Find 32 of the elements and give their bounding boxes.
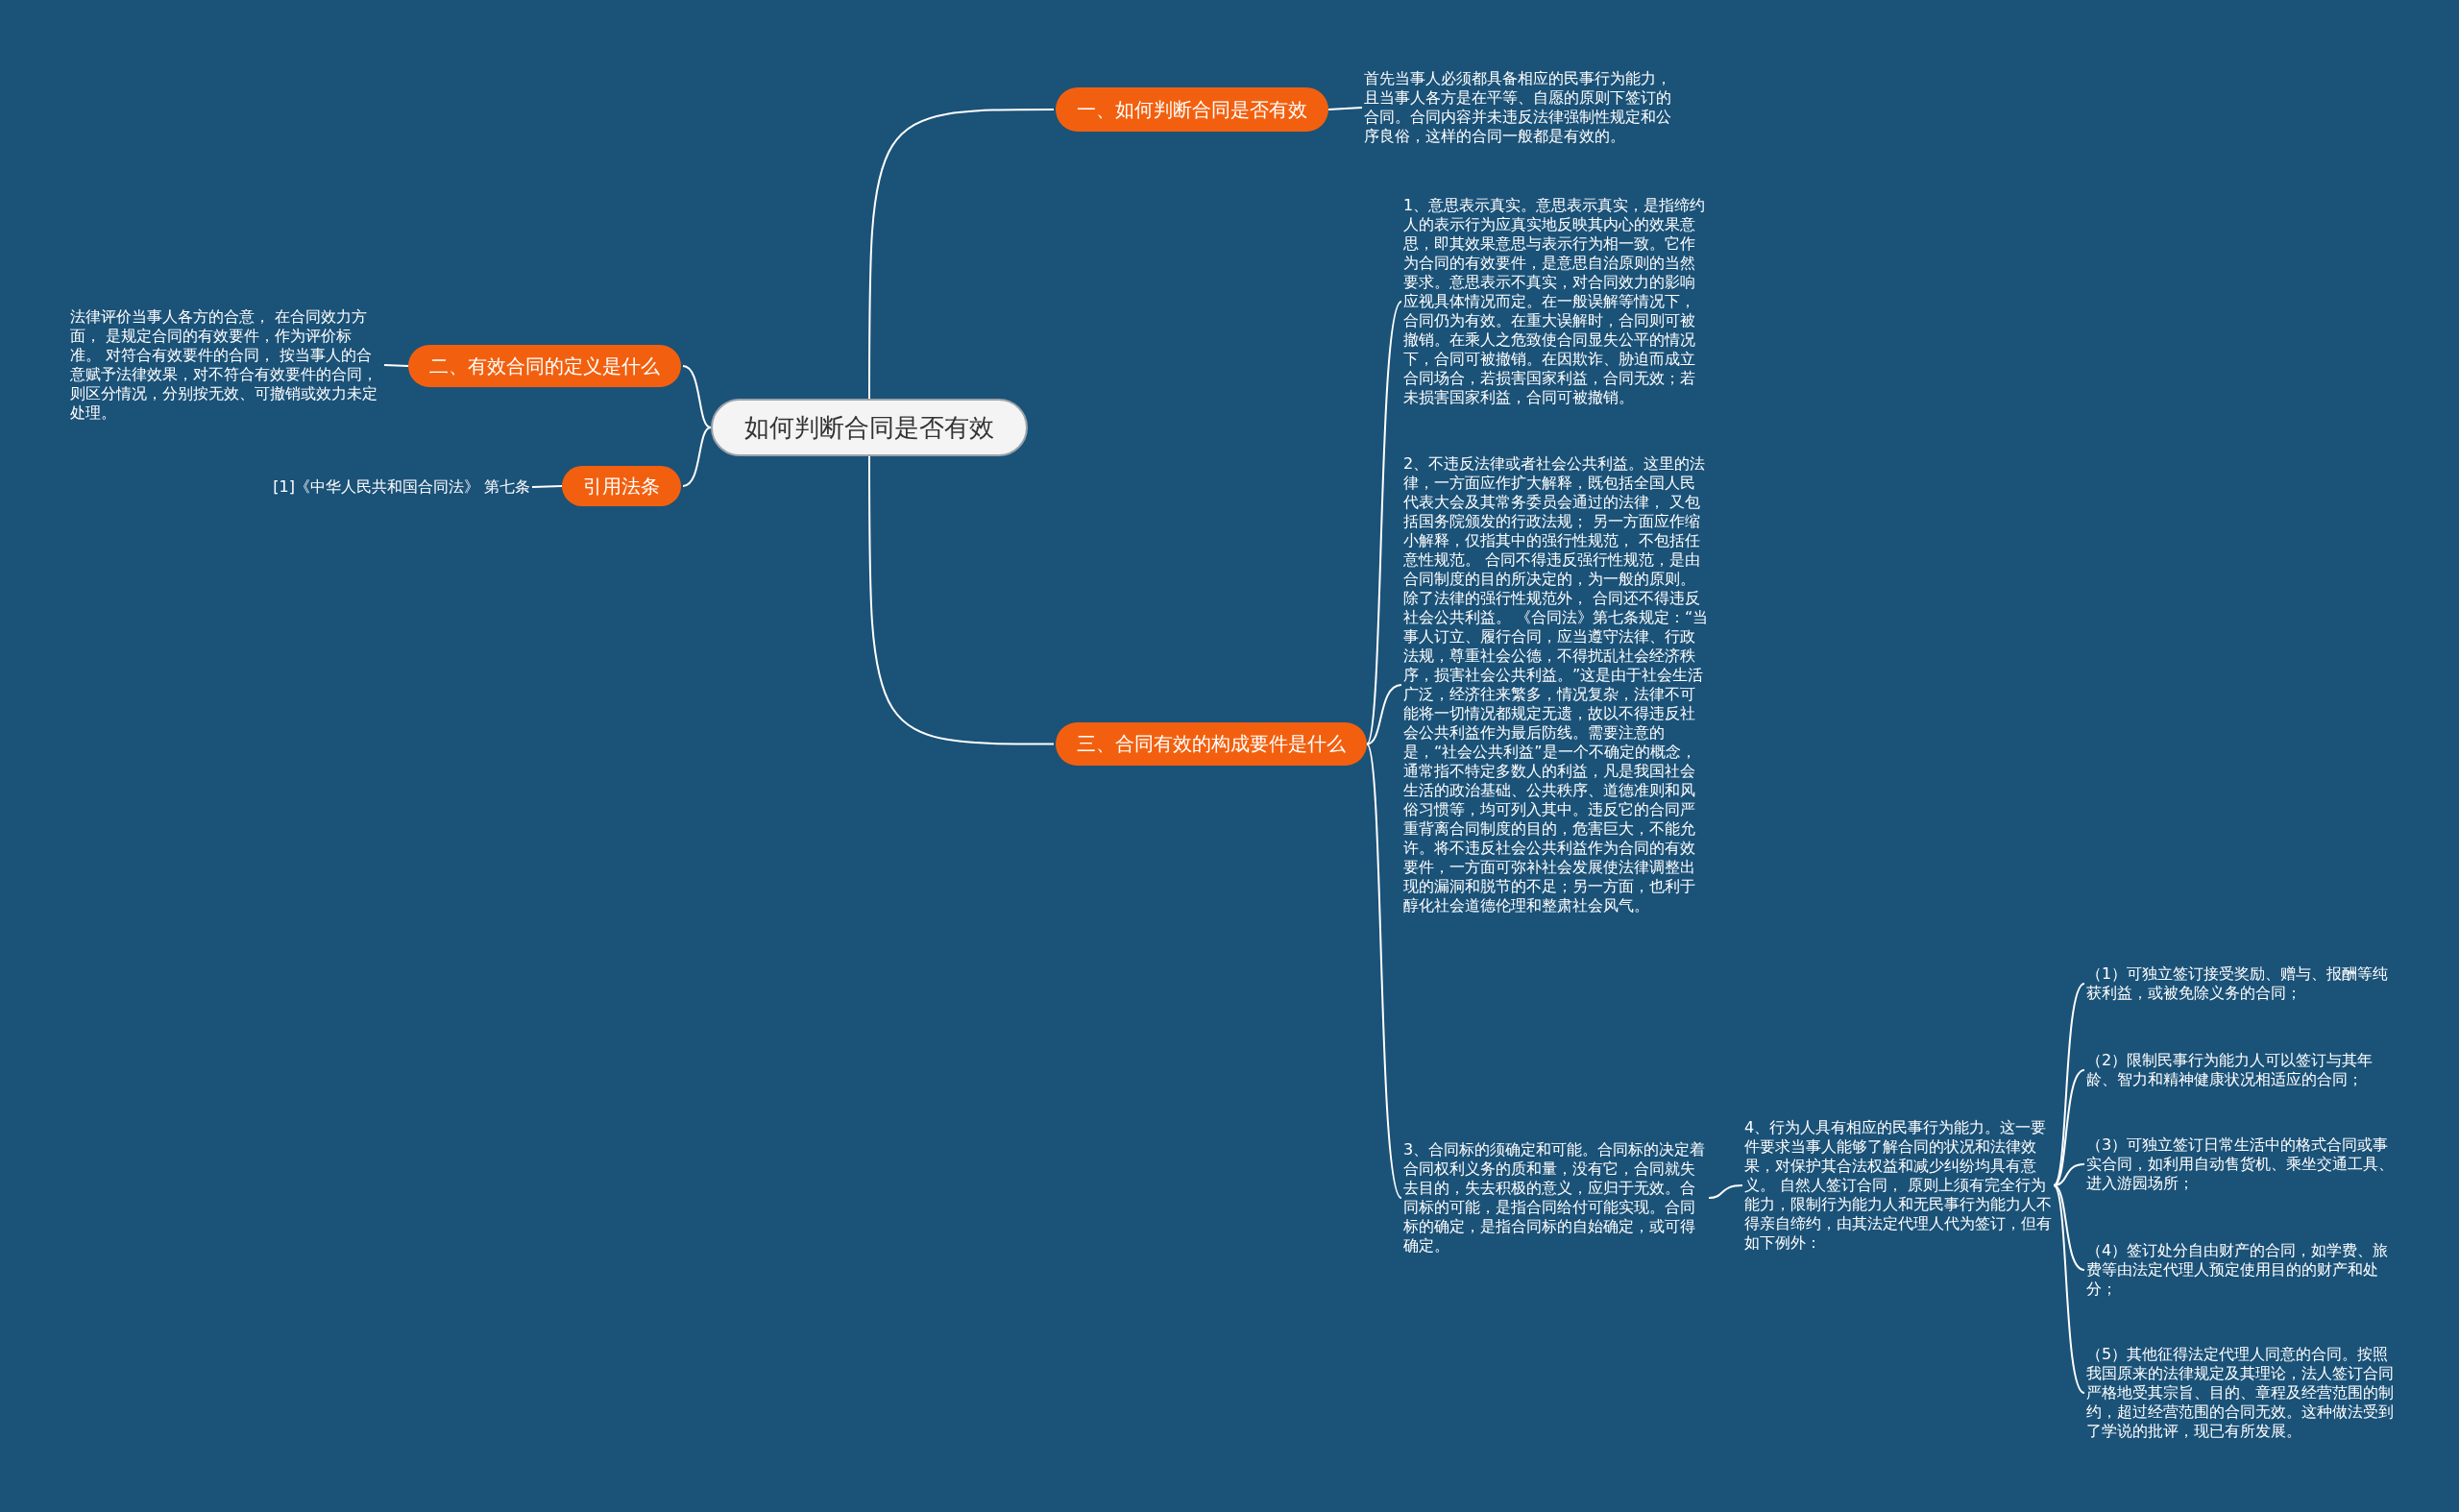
note-text: （1）可独立签订接受奖励、赠与、报酬等纯获利益，或被免除义务的合同；: [2086, 964, 2396, 1003]
connector-line: [383, 364, 409, 367]
central-topic: 如何判断合同是否有效: [711, 399, 1028, 456]
note-text: 2、不违反法律或者社会公共利益。这里的法律，一方面应作扩大解释，既包括全国人民代表大会及其常务委员会通过的法律， 又包括国务院颁发的行政法规； 另一方面应作缩小解释，仅指其中的强行性规范， 不包括任意性规范。 合同不得违反强行性规范，是由合同制度的目的所决定的，为一般的原则。除了法律的强行性规范外， 合同还不得违反社会公共利益。 《合同法》第七条规定：“当事人订立、履行合同，应当遵守法律、行政法规，尊重社会公德，不得扰乱社会经济秩序，损害社会公共利益。”这是由于社会生活广泛，经济往来繁多，情况复杂，法律不可能将一切情况都规定无遗，故以不得违反社会公共利益作为最后防线。需要注意的是，“社会公共利益”是一个不确定的概念，通常指不特定多数人的利益，凡是我国社会生活的政治基础、公共秩序、道德准则和风俗习惯等，均可列入其中。违反它的合同严重背离合同制度的目的，危害巨大，不能允许。将不违反社会公共利益作为合同的有效要件，一方面可弥补社会发展使法律调整出现的漏洞和脱节的不足；另一方面，也利于醇化社会道德伦理和整肃社会风气。: [1403, 454, 1709, 915]
connector-line: [682, 365, 712, 428]
note-text: （5）其他征得法定代理人同意的合同。按照我国原来的法律规定及其理论，法人签订合同严格地受其宗旨、目的、章程及经营范围的制约，超过经营范围的合同无效。这种做法受到了学说的批评，现已有所发展。: [2086, 1345, 2396, 1441]
note-text: 4、行为人具有相应的民事行为能力。这一要件要求当事人能够了解合同的状况和法律效果，对保护其合法权益和减少纠纷均具有意义。 自然人签订合同， 原则上须有完全行为能力，限制行为能力人和无民事行为能力人不得亲自缔约，由其法定代理人代为签订，但有如下例外：: [1744, 1118, 2054, 1253]
note-text: （2）限制民事行为能力人可以签订与其年龄、智力和精神健康状况相适应的合同；: [2086, 1051, 2396, 1089]
note-text: （3）可独立签订日常生活中的格式合同或事实合同，如利用自动售货机、乘坐交通工具、进入游园场所；: [2086, 1135, 2396, 1193]
note-text: 1、意思表示真实。意思表示真实，是指缔约人的表示行为应真实地反映其内心的效果意思，即其效果意思与表示行为相一致。它作为合同的有效要件，是意思自治原则的当然要求。意思表示不真实，对合同效力的影响应视具体情况而定。在一般误解等情况下，合同仍为有效。在重大误解时，合同则可被撤销。在乘人之危致使合同显失公平的情况下，合同可被撤销。在因欺诈、胁迫而成立合同场合，若损害国家利益，合同无效；若未损害国家利益，合同可被撤销。: [1403, 196, 1709, 407]
connector-line: [531, 485, 563, 488]
connector-line: [1708, 1184, 1743, 1199]
topic-pill: 引用法条: [562, 466, 681, 506]
connector-line: [682, 427, 712, 487]
topic-pill: 二、有效合同的定义是什么: [408, 345, 681, 387]
note-text: [1]《中华人民共和国合同法》 第七条: [269, 477, 530, 497]
connector-line: [2053, 1184, 2085, 1394]
connector-line: [2053, 1184, 2085, 1271]
connector-line: [1366, 743, 1402, 1199]
connector-line: [868, 455, 1055, 745]
note-text: 法律评价当事人各方的合意， 在合同效力方面， 是规定合同的有效要件，作为评价标准。 对符合有效要件的合同， 按当事人的合意赋予法律效果，对不符合有效要件的合同，则区分情况，分别按无效、可撤销或效力未定处理。: [70, 307, 382, 423]
topic-pill: 一、如何判断合同是否有效: [1056, 87, 1328, 132]
connector-line: [2053, 1163, 2085, 1186]
topic-pill: 三、合同有效的构成要件是什么: [1056, 722, 1367, 766]
connector-line: [2053, 1069, 2085, 1186]
note-text: 3、合同标的须确定和可能。合同标的决定着合同权利义务的质和量，没有它，合同就失去目的，失去积极的意义，应归于无效。合同标的可能，是指合同给付可能实现。合同标的确定，是指合同标的自始确定，或可得确定。: [1403, 1140, 1709, 1256]
note-text: 首先当事人必须都具备相应的民事行为能力，且当事人各方是在平等、自愿的原则下签订的合同。合同内容并未违反法律强制性规定和公序良俗，这样的合同一般都是有效的。: [1364, 69, 1681, 146]
connector-line: [1327, 107, 1363, 110]
note-text: （4）签订处分自由财产的合同，如学费、旅费等由法定代理人预定使用目的的财产和处分；: [2086, 1241, 2396, 1299]
connector-line: [868, 109, 1055, 400]
connector-line: [1366, 684, 1402, 745]
connector-line: [1366, 301, 1402, 745]
